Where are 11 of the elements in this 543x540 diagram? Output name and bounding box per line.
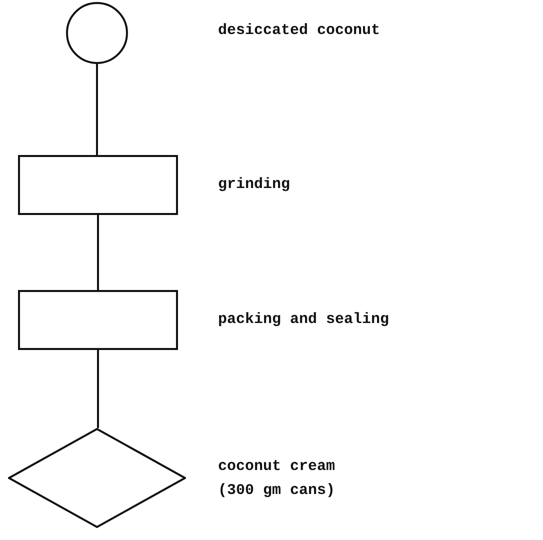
process-box [18, 155, 178, 215]
diamond-shape [8, 428, 186, 528]
connector-line [97, 350, 99, 428]
circle-shape [66, 2, 128, 64]
step-label: grinding [218, 175, 292, 195]
connector-line [96, 64, 98, 155]
connector-line [97, 215, 99, 290]
step-label: desiccated coconut [218, 21, 382, 41]
step-label: coconut cream (300 gm cans) [218, 457, 336, 501]
process-box [18, 290, 178, 350]
step-label: packing and sealing [218, 310, 390, 330]
